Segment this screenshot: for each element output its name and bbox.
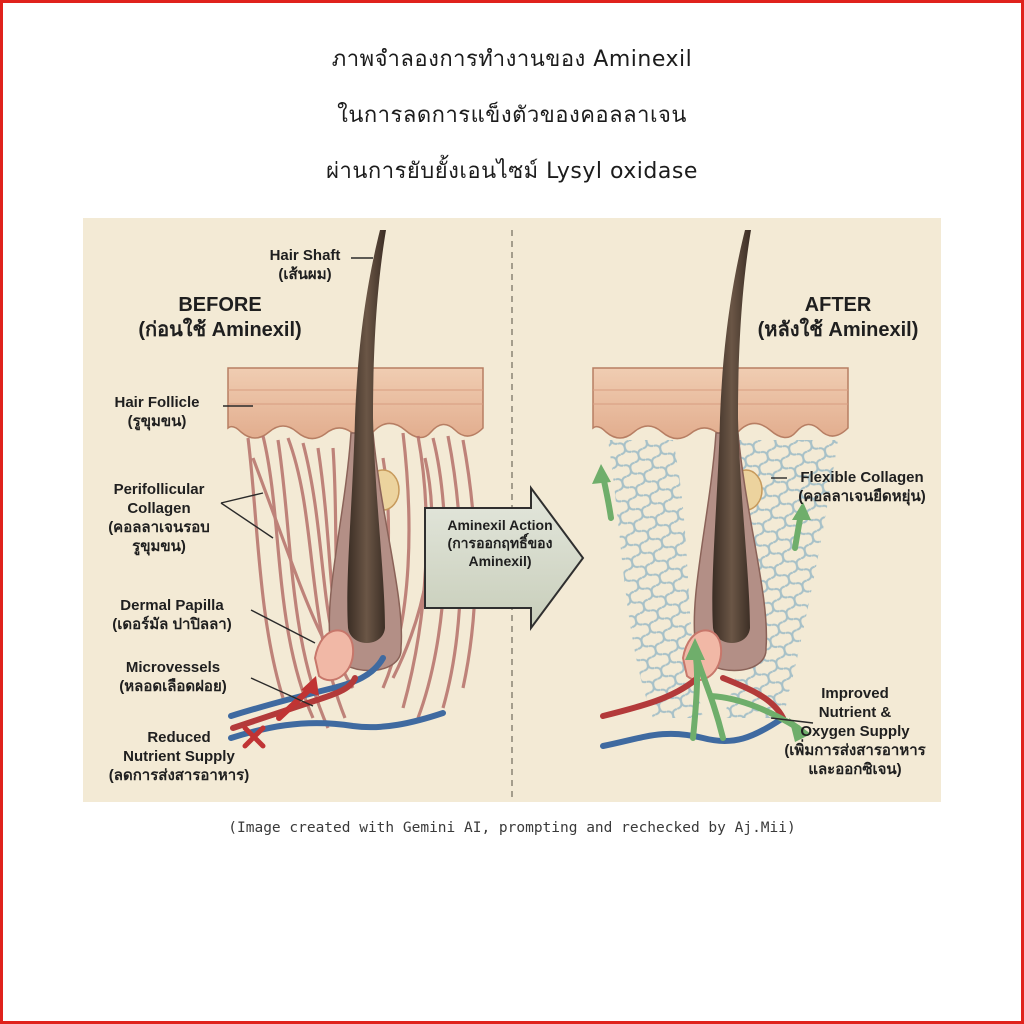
aminexil-action-arrow (424, 484, 585, 632)
blocked-x-icon (242, 725, 266, 749)
title-line-2: ในการลดการแข็งตัวของคอลลาเจน (337, 103, 687, 128)
label-hair-follicle: Hair Follicle (รูขุมขน) (114, 394, 200, 430)
label-improved-supply: Improved Nutrient & Oxygen Supply (เพิ่ม… (784, 685, 926, 778)
diagram-panel: BEFORE (ก่อนใช้ Aminexil) Hair Shaft (เส… (83, 218, 941, 802)
dermal-papilla-before (313, 629, 355, 682)
label-perifollicular-collagen: Perifollicular Collagen (คอลลาเจนรอบ รูข… (108, 481, 210, 555)
title-line-1: ภาพจำลองการทำงานของ Aminexil (331, 47, 693, 72)
label-flexible-collagen: Flexible Collagen (คอลลาเจนยืดหยุ่น) (798, 469, 926, 505)
label-reduced-nutrient-supply: Reduced Nutrient Supply (ลดการส่งสารอาหา… (108, 729, 250, 784)
skin-layer-after (592, 367, 849, 440)
image-caption: (Image created with Gemini AI, prompting… (228, 820, 796, 836)
label-aminexil-action: Aminexil Action (การออกฤทธิ์ของ Aminexil… (447, 517, 553, 569)
label-hair-shaft: Hair Shaft (เส้นผม) (269, 247, 341, 283)
label-microvessels: Microvessels (หลอดเลือดฝอย) (119, 659, 227, 695)
before-heading: BEFORE (ก่อนใช้ Aminexil) (138, 294, 302, 341)
label-dermal-papilla: Dermal Papilla (เดอร์มัล ปาปิลลา) (112, 597, 232, 633)
flexible-collagen-left (608, 440, 703, 718)
before-illustration (220, 230, 484, 749)
after-heading: AFTER (หลังใช้ Aminexil) (757, 294, 919, 341)
title-line-3: ผ่านการยับยั้งเอนไซม์ Lysyl oxidase (326, 159, 698, 184)
diagram-illustration (220, 230, 849, 798)
after-illustration (592, 230, 849, 749)
skin-layer-before (227, 367, 484, 440)
hair-shaft-after (712, 230, 751, 643)
hair-shaft-before (347, 230, 386, 643)
